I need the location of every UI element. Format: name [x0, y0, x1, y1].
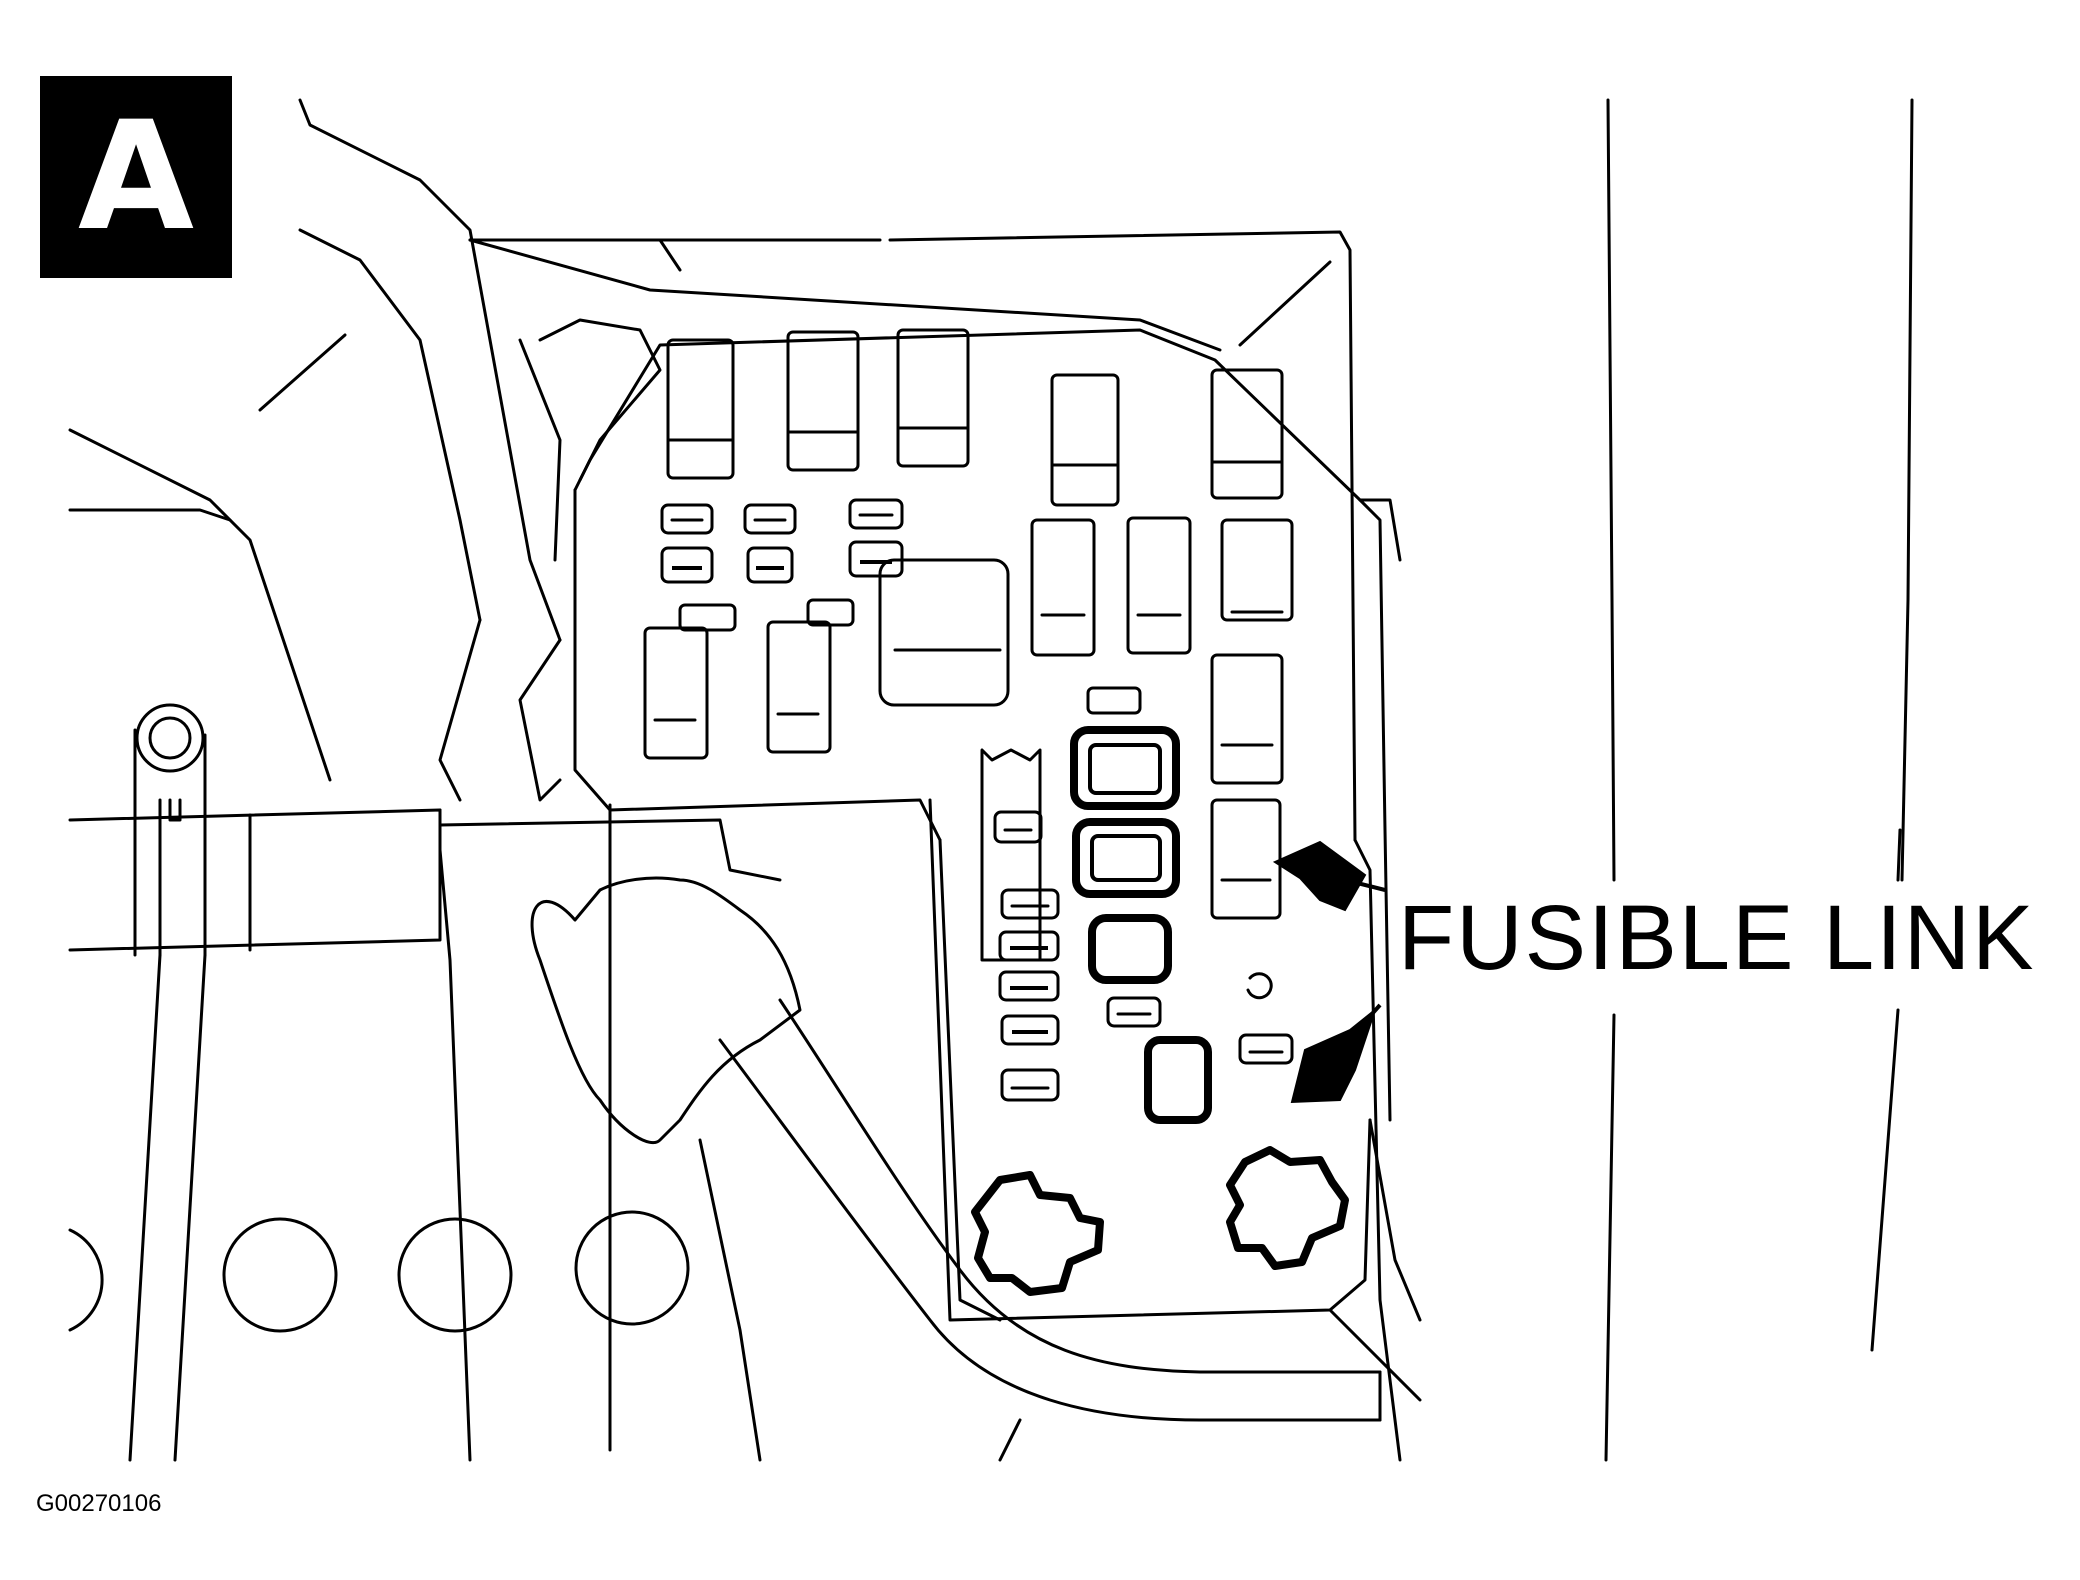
- relay-row-middle: [1030, 516, 1294, 785]
- panel-letter: A: [77, 90, 195, 264]
- battery-cable: [530, 876, 1382, 1462]
- relay-row-top: [666, 328, 1284, 507]
- arrow-upper-icon: [1272, 840, 1367, 912]
- main-relay: [878, 558, 1010, 707]
- fusible-links: [1070, 726, 1294, 1124]
- mini-fuses-upper: [660, 498, 904, 632]
- fuse-box-housing: [438, 318, 1422, 1452]
- frame-lines: [1604, 98, 1914, 1462]
- fusible-link-label: FUSIBLE LINK: [1398, 887, 2036, 989]
- connector-plugs: [971, 1146, 1349, 1296]
- arrow-lower-icon: [1290, 1007, 1378, 1104]
- figure-id: G00270106: [36, 1490, 162, 1517]
- callout-arrows: [1272, 840, 1386, 1104]
- relay-pair-left: [643, 620, 832, 760]
- engine-bay-outline: [68, 98, 1402, 1462]
- battery-cell-caps: [68, 1210, 690, 1333]
- battery-terminal-clamp: [68, 703, 782, 1462]
- panel-letter-badge: A: [40, 76, 232, 278]
- fuse-column: [980, 686, 1142, 1102]
